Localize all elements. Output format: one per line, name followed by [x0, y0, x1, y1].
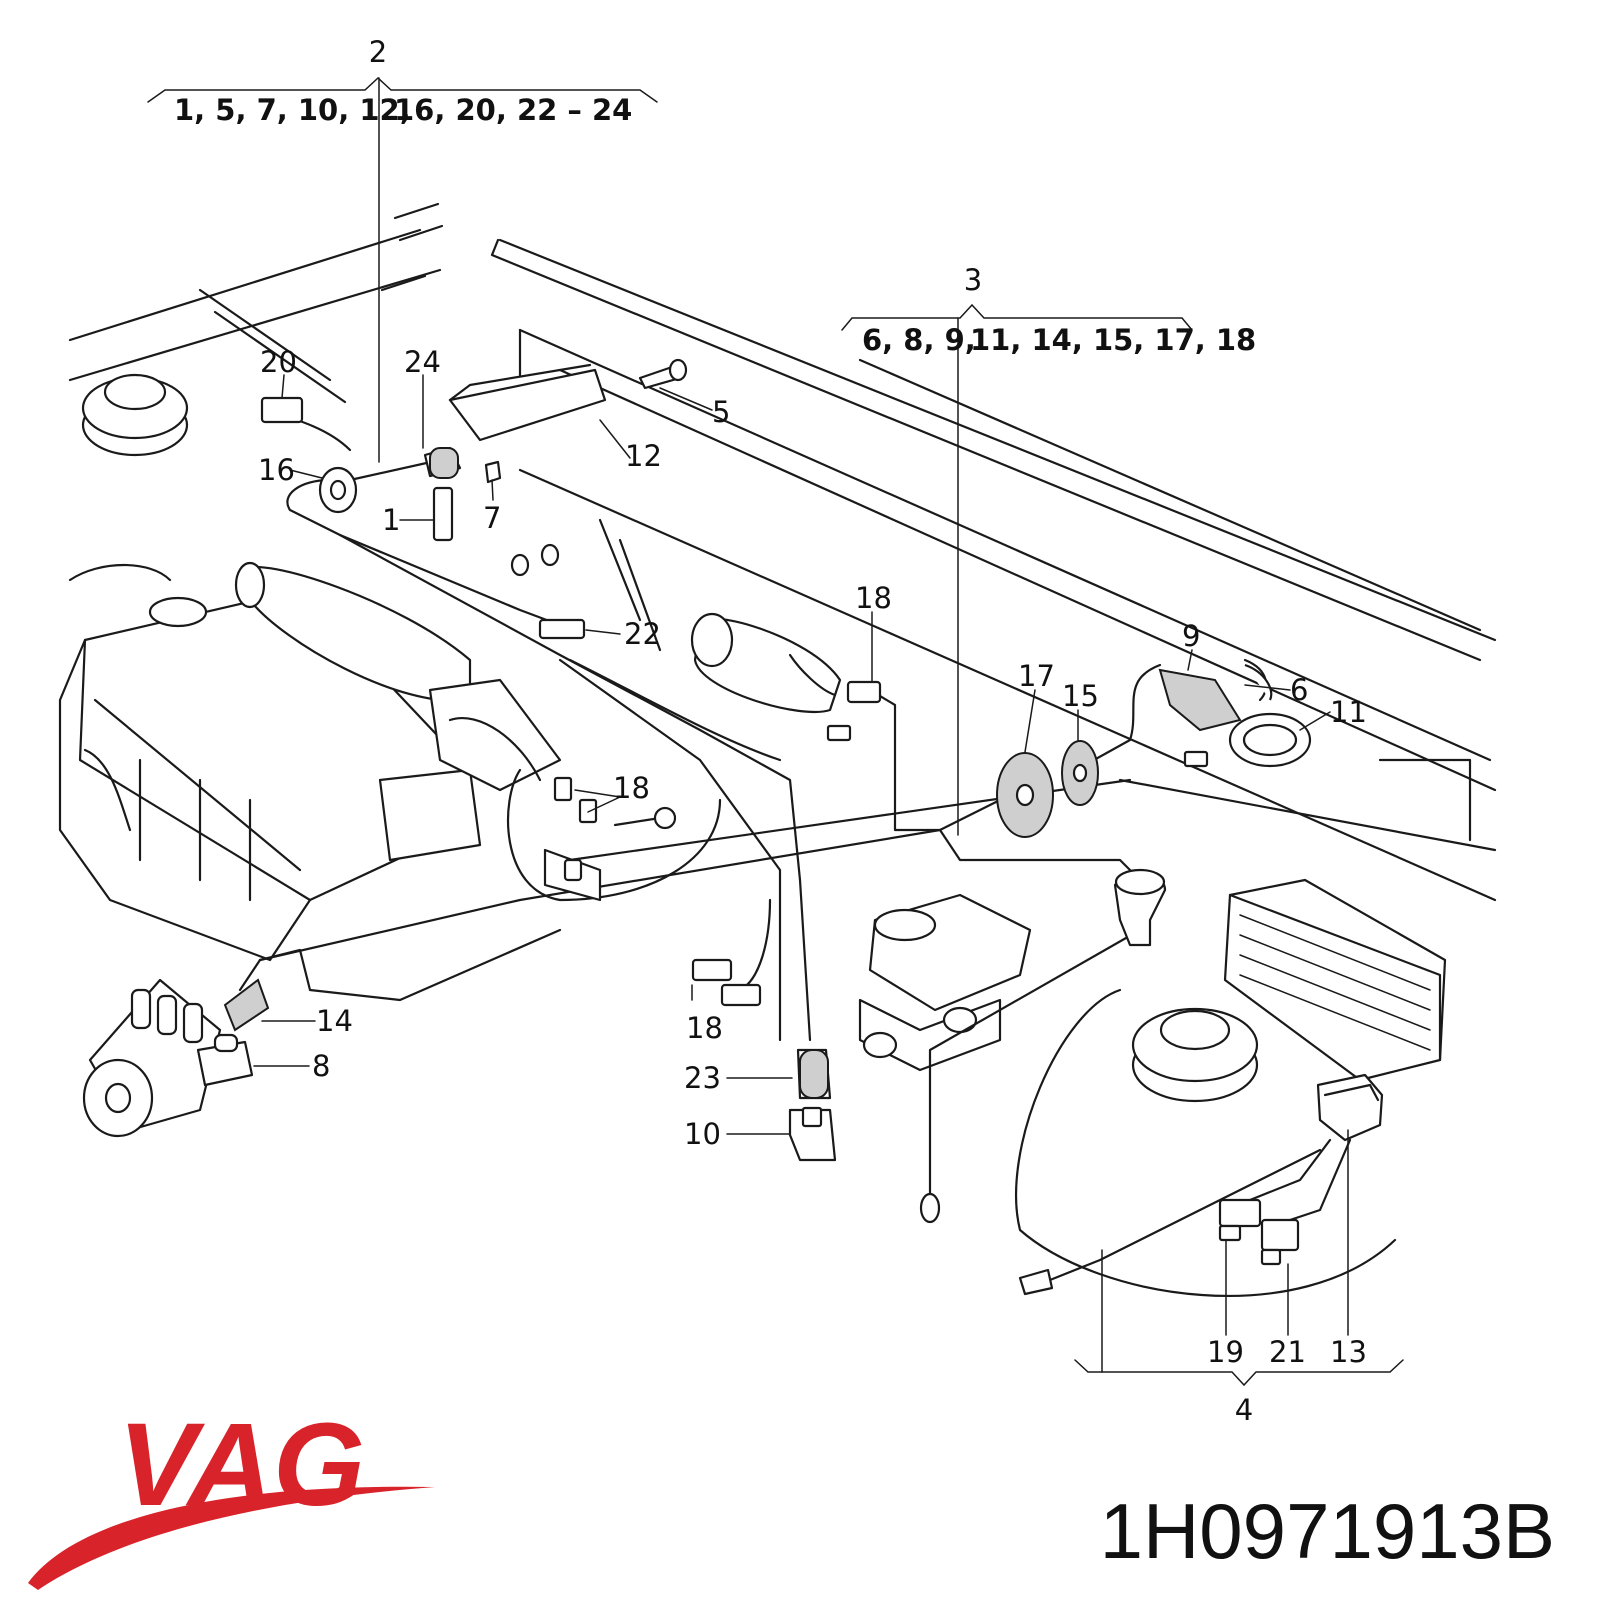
components	[196, 358, 1384, 1296]
connector-20	[260, 396, 304, 424]
brake-reservoir	[858, 893, 1032, 1072]
vag-logo: VAG	[28, 1405, 435, 1590]
vehicle-body-outline	[68, 202, 1497, 902]
connector-18-mid-b	[578, 798, 598, 824]
group-4-number: 4	[1235, 1393, 1253, 1427]
callout-20: 20	[260, 345, 297, 379]
connector-19	[1218, 1198, 1262, 1228]
connector-18-low-a	[691, 958, 733, 982]
wheel-upper-left	[81, 373, 189, 457]
group-3-number: 3	[964, 263, 982, 297]
callout-1: 1	[382, 503, 400, 537]
group-2-items-left: 1, 5, 7, 10, 12,	[174, 93, 411, 127]
group-3-items-left: 6, 8, 9,	[862, 323, 976, 357]
callout-19: 19	[1207, 1335, 1244, 1369]
group-4-bracket	[1074, 1359, 1404, 1387]
callout-14: 14	[316, 1004, 353, 1038]
clip-7	[484, 460, 502, 484]
part-number: 1H0971913B	[1099, 1487, 1555, 1575]
callout-23: 23	[684, 1061, 721, 1095]
callout-18-low: 18	[686, 1011, 723, 1045]
group-2-items-right: 16, 20, 22 – 24	[394, 93, 632, 127]
group-2-number: 2	[369, 35, 387, 69]
grommet-14	[223, 978, 270, 1032]
callout-12: 12	[625, 439, 662, 473]
relay-13	[1316, 1073, 1384, 1142]
callout-7: 7	[483, 501, 501, 535]
logo-text: VAG	[118, 1405, 365, 1531]
callout-18-mid: 18	[613, 771, 650, 805]
earth-terminal	[1018, 1268, 1054, 1296]
reservoir-right	[1015, 988, 1397, 1297]
grommet-9	[1158, 668, 1242, 732]
connector-21	[1260, 1218, 1300, 1252]
ignition-coil-cylinder	[234, 561, 562, 792]
callout-9: 9	[1182, 619, 1200, 653]
callouts: 20 24 5 12 16 1 7 22 18 18 18 9 6 11 17 …	[258, 345, 1367, 1369]
connector-18-low-b	[720, 983, 762, 1007]
group-2-bracket	[147, 76, 658, 103]
seal-6	[1244, 663, 1273, 701]
callout-6: 6	[1290, 673, 1308, 707]
switch-1	[432, 486, 454, 542]
callout-5: 5	[712, 395, 730, 429]
callout-18-top: 18	[855, 581, 892, 615]
callout-15: 15	[1062, 679, 1099, 713]
callout-leaders	[253, 374, 1349, 1336]
callout-13: 13	[1330, 1335, 1367, 1369]
callout-16: 16	[258, 453, 295, 487]
callout-11: 11	[1330, 695, 1367, 729]
callout-24: 24	[404, 345, 441, 379]
group-3-items-right: 11, 14, 15, 17, 18	[970, 323, 1256, 357]
fuse-relay-box	[1223, 878, 1447, 1082]
callout-21: 21	[1269, 1335, 1306, 1369]
connector-18-mid-a	[553, 776, 573, 802]
callout-8: 8	[312, 1049, 330, 1083]
callout-10: 10	[684, 1117, 721, 1151]
callout-22: 22	[624, 617, 661, 651]
connector-18-top	[846, 680, 882, 704]
connector-22	[538, 618, 586, 640]
bracket-12	[448, 368, 607, 442]
callout-17: 17	[1018, 659, 1055, 693]
switch-10	[788, 1108, 837, 1162]
logo-swoosh	[28, 1486, 435, 1590]
group-3-bracket	[841, 303, 1193, 331]
horn-cylinder	[690, 612, 842, 714]
group-brackets	[147, 76, 1404, 1387]
